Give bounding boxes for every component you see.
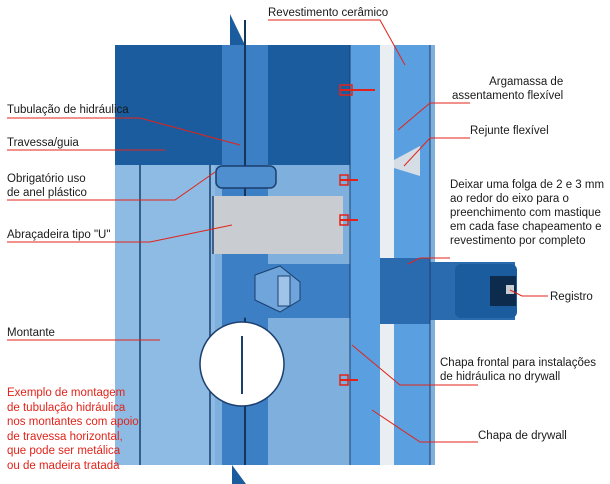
screw-4 (339, 374, 358, 386)
label-rejunte: Rejunte flexível (470, 125, 549, 137)
front-plate (350, 45, 380, 465)
label-abracadeira: Abraçadeira tipo "U" (7, 229, 111, 241)
label-chapa-frontal: Chapa frontal para instalações de hidráu… (440, 357, 596, 383)
u-clamp (213, 196, 343, 254)
label-travessa: Travessa/guia (7, 137, 79, 149)
label-anel: Obrigatório uso de anel plástico (7, 173, 87, 199)
leader-lines (7, 19, 548, 443)
registro-dot (506, 285, 514, 294)
pipe-cut-bottom (232, 465, 246, 484)
example-note: Exemplo de montagem de tubulação hidrául… (7, 387, 139, 472)
label-registro: Registro (550, 291, 593, 303)
screw-1 (339, 84, 375, 96)
pipe-cut-top (230, 14, 245, 45)
label-folga: Deixar uma folga de 2 e 3 mm ao redor do… (450, 179, 605, 247)
ceramic-tile (394, 45, 430, 465)
label-argamassa: Argamassa de assentamento flexível (452, 76, 564, 102)
label-chapa-drywall: Chapa de drywall (478, 430, 567, 442)
screw-3 (339, 214, 358, 226)
label-montante: Montante (7, 327, 55, 339)
label-revestimento: Revestimento cerâmico (268, 7, 389, 19)
elbow-nut (277, 275, 291, 307)
pipe-pass-gap (380, 258, 430, 324)
screw-2 (339, 174, 358, 186)
label-tubulacao: Tubulação de hidráulica (7, 104, 129, 116)
gap-white (380, 45, 394, 465)
rejunte-notch (394, 146, 420, 176)
montante-profile (115, 165, 215, 465)
pipe-ring (215, 165, 277, 189)
